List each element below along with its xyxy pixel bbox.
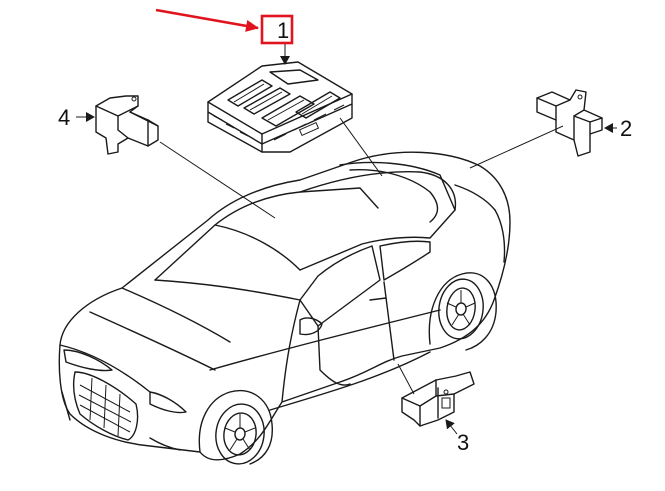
control-unit-part [207,61,353,153]
callout-number-2: 2 [620,116,632,141]
car-outline [58,151,511,465]
leader-lines [159,117,564,395]
callout-number-1: 1 [277,18,289,43]
sensor-part-3 [401,371,475,427]
highlight-arrow [155,8,259,32]
callout-arrow-3 [445,419,458,435]
callout-number-3: 3 [457,430,469,455]
callout-number-4: 4 [58,105,70,130]
sensor-part-2 [536,89,603,157]
sensor-part-4 [95,95,159,155]
highlight-box [260,14,294,45]
